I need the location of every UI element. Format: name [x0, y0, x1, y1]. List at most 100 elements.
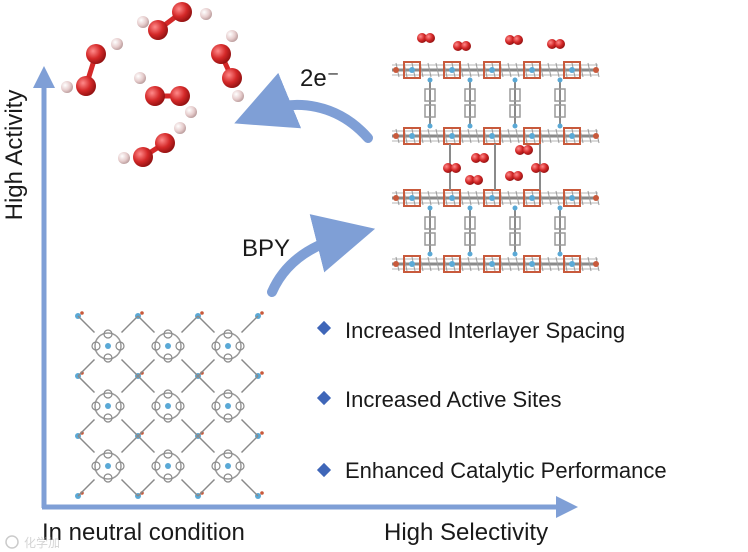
- grid-linker: [120, 435, 139, 454]
- layer-ring-bond: [475, 62, 480, 78]
- pyrrole-ring: [175, 401, 185, 411]
- metal-center: [569, 195, 575, 201]
- macrocycle-ring: [154, 452, 182, 480]
- feature-item: Increased Interlayer Spacing: [345, 318, 625, 343]
- oxygen-molecule-atom: [443, 163, 453, 173]
- pillar-nitrogen: [557, 205, 563, 211]
- oxygen-molecule-atom: [425, 33, 435, 43]
- metal-node: [443, 255, 461, 273]
- bpy-ring: [554, 216, 566, 230]
- layer-ring-bond: [435, 256, 440, 272]
- oxygen-molecule-atom: [513, 35, 523, 45]
- layer-ring-bond: [467, 62, 472, 78]
- macrocycle-metal: [105, 403, 111, 409]
- pyrrole-ring: [91, 401, 101, 411]
- bpy-ring: [509, 232, 521, 246]
- layer-ring-bond: [547, 256, 552, 272]
- terminal-oxygen: [593, 133, 599, 139]
- metal-node: [483, 61, 501, 79]
- bpy-ring: [509, 104, 521, 118]
- grid-linker: [197, 435, 216, 454]
- pyrrole-ring: [103, 329, 113, 339]
- metal-node: [403, 127, 421, 145]
- pillar-nitrogen: [512, 77, 518, 83]
- h2o2-molecules: [61, 2, 244, 167]
- layer-ring-bond: [587, 256, 592, 272]
- metal-center: [489, 261, 495, 267]
- terminal-oxygen: [593, 261, 599, 267]
- layer-ring-bond: [547, 62, 552, 78]
- pyrrole-ring: [223, 449, 233, 459]
- grid-linker: [180, 375, 199, 394]
- layer-ring-bond: [555, 190, 560, 206]
- metal-node: [403, 189, 421, 207]
- terminal-oxygen: [393, 261, 399, 267]
- metal-center: [449, 261, 455, 267]
- oxygen-molecule-atom: [523, 145, 533, 155]
- pillar-nitrogen: [467, 77, 473, 83]
- pyrrole-ring: [163, 449, 173, 459]
- metal-center: [449, 133, 455, 139]
- grid-linker: [137, 418, 156, 437]
- bullet-diamond: [316, 320, 332, 336]
- reduction-arrow-label: 2e⁻: [300, 65, 339, 92]
- pillar-nitrogen: [512, 205, 518, 211]
- pyrrole-ring: [163, 389, 173, 399]
- pillar-nitrogen: [467, 251, 473, 257]
- reduction-arrow: [234, 72, 373, 143]
- metal-center: [529, 261, 535, 267]
- pyrrole-ring: [223, 353, 233, 363]
- bpy-ring: [424, 216, 436, 230]
- macrocycle-ring: [154, 392, 182, 420]
- pyrrole-ring: [223, 473, 233, 483]
- metal-center: [449, 195, 455, 201]
- metal-node: [563, 127, 581, 145]
- pillar-nitrogen: [557, 123, 563, 129]
- grid-linker: [77, 418, 96, 437]
- h2o2-molecule: [61, 38, 123, 96]
- terminal-oxygen: [393, 195, 399, 201]
- grid-linker: [77, 358, 96, 377]
- metal-center: [529, 67, 535, 73]
- layer-ring-bond: [475, 190, 480, 206]
- bpy-ring: [554, 88, 566, 102]
- pyrrole-ring: [223, 413, 233, 423]
- x-axis-arrowhead: [556, 496, 578, 518]
- metal-node: [563, 189, 581, 207]
- pyrrole-ring: [103, 449, 113, 459]
- grid-linker: [180, 315, 199, 334]
- grid-linker: [240, 478, 259, 497]
- axes: [33, 66, 578, 518]
- metal-node: [403, 61, 421, 79]
- layer-ring-bond: [507, 256, 512, 272]
- grid-linker: [240, 375, 259, 394]
- pyrrole-ring: [211, 341, 221, 351]
- pyrrole-ring: [103, 473, 113, 483]
- metal-center: [529, 133, 535, 139]
- metal-node: [563, 255, 581, 273]
- metal-center: [489, 67, 495, 73]
- macrocycle-metal: [225, 463, 231, 469]
- pyrrole-ring: [175, 341, 185, 351]
- linker-oxygen: [260, 311, 264, 315]
- bpy-ring: [464, 88, 476, 102]
- metal-center: [569, 261, 575, 267]
- grid-linker: [180, 435, 199, 454]
- layer-ring-bond: [467, 190, 472, 206]
- pyrrole-ring: [163, 353, 173, 363]
- pyrrole-ring: [151, 401, 161, 411]
- feature-list: Increased Interlayer Spacing Increased A…: [316, 318, 667, 483]
- pyrrole-ring: [115, 461, 125, 471]
- pyrrole-ring: [223, 389, 233, 399]
- layer-ring-bond: [475, 128, 480, 144]
- pyrrole-ring: [211, 401, 221, 411]
- pyrrole-ring: [115, 341, 125, 351]
- h2o2-molecule: [137, 2, 212, 40]
- oxygen-molecule-atom: [465, 175, 475, 185]
- bpy-ring: [554, 104, 566, 118]
- bpy-ring: [554, 232, 566, 246]
- macrocycle-ring: [94, 332, 122, 360]
- grid-linker: [197, 478, 216, 497]
- layer-ring-bond: [587, 62, 592, 78]
- h2o2-molecule: [118, 122, 186, 167]
